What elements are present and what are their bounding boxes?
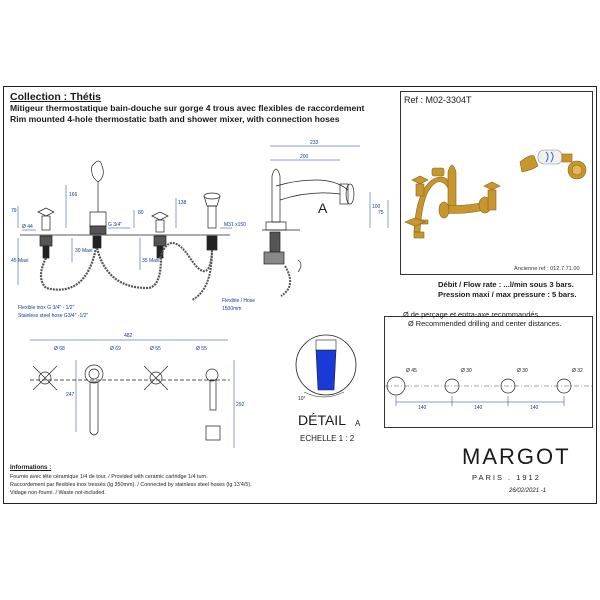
shower-hose-length: 1500mm [222,306,242,312]
info-line-3: Vidage non-fourni. / Waste not-included. [10,490,106,496]
drill-diameter-1: Ø 45 [406,368,417,374]
dim-dia68: Ø 68 [54,346,65,352]
info-heading: Informations : [10,464,52,471]
dim-75: 75 [378,210,384,216]
dim-292: 292 [236,402,245,408]
dim-45-maxi: 45 Maxi [11,258,29,264]
reference-number: Ref : M02-3304T [404,95,472,105]
dim-166: 166 [69,192,78,198]
dim-138: 138 [178,200,187,206]
dim-dia69: Ø 69 [110,346,121,352]
drill-diameter-2: Ø 30 [461,368,472,374]
drilling-template [384,376,593,406]
dim-35-maxi: 35 Maxi [142,258,160,264]
front-elevation [17,160,232,301]
side-elevation [262,145,389,297]
drilling-box [384,316,593,428]
dim-30-maxi: 30 Maxi [75,248,93,254]
dim-dia55-b: Ø 55 [196,346,207,352]
revision-date: 26/02/2021 -1 [509,488,547,494]
dim-100: 100 [372,204,381,210]
info-line-1: Fournie avec tête céramique 1/4 de tour.… [10,474,208,480]
info-line-2: Raccordement par flexibles inox tressés … [10,482,252,488]
dim-200: 200 [300,154,309,160]
max-pressure: Pression maxi / max pressure : 5 bars. [438,290,577,299]
hose-inox-label: Flexible inox G 3/4" - 1/2" [18,305,75,311]
product-photo [404,149,587,239]
drawing-frame [3,86,597,504]
description-en: Rim mounted 4-hole thermostatic bath and… [10,114,340,124]
hose-inox-en-label: Stainless steel hose G3/4" -1/2" [18,313,89,319]
brand-tagline: PARIS . 1912 [472,473,541,482]
dim-m31: M31 x150 [224,222,246,228]
detail-scale: ECHELLE 1 : 2 [300,434,355,443]
drilling-note-en: Ø Recommended drilling and center distan… [408,319,562,328]
detail-angle: 10° [298,396,306,402]
dim-80: 80 [138,210,144,216]
drill-distance-3: 140 [530,405,539,411]
flow-rate: Débit / Flow rate : ...l/min sous 3 bars… [438,280,574,289]
dim-79: 79 [11,208,17,214]
drill-distance-2: 140 [474,405,483,411]
dim-dia44: Ø 44 [22,224,33,230]
section-letter-a: A [318,200,328,216]
detail-letter: A [355,419,361,428]
top-view [30,339,235,448]
detail-title: DÉTAIL [298,412,346,428]
drill-diameter-4: Ø 32 [572,368,583,374]
drill-distance-1: 140 [418,405,427,411]
old-reference: Ancienne ref : 012.7.71.00 [514,266,580,272]
reference-box [400,91,593,275]
dim-dia55-a: Ø 55 [150,346,161,352]
shower-hose-label: Flexible / Hose [222,298,256,304]
drill-diameter-3: Ø 30 [517,368,528,374]
dim-g34: G 3/4" [108,222,123,228]
collection-title: Collection : Thétis [10,91,102,103]
dim-233: 233 [310,140,319,146]
drilling-note-fr: Ø de perçage et entra-axe recommandés. [403,310,541,319]
dim-247: 247 [66,392,75,398]
detail-a-view [295,334,357,398]
description-fr: Mitigeur thermostatique bain-douche sur … [10,103,365,113]
brand-logo: MARGOT [462,444,571,469]
dim-482: 482 [124,333,133,339]
